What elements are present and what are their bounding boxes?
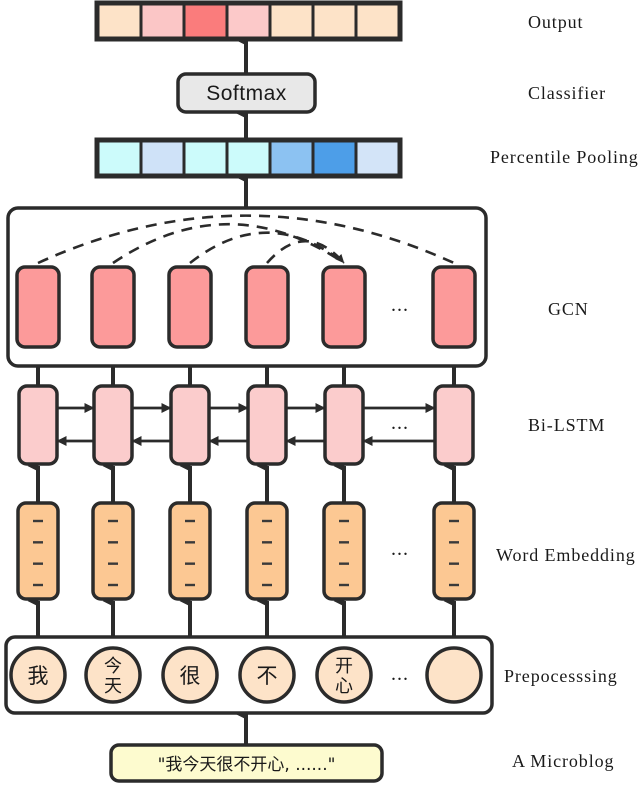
- gcn-node: [15, 265, 61, 349]
- pooling-cell: [268, 139, 315, 177]
- gcn-edge: [189, 231, 345, 265]
- classifier-softmax-box[interactable]: Softmax: [176, 72, 317, 114]
- microblog-input-box[interactable]: "我今天很不开心, ......": [109, 743, 384, 783]
- token-circle: [84, 646, 142, 704]
- gcn-layer: ...: [6, 206, 488, 368]
- output-cell: [311, 2, 358, 40]
- word-embedding-node: [168, 501, 212, 601]
- bilstm-node: [246, 384, 288, 466]
- bilstm-node: [433, 384, 475, 466]
- gcn-node: [244, 265, 290, 349]
- pooling-cell: [96, 139, 143, 177]
- bilstm-ellipsis: ...: [391, 412, 409, 434]
- gcn-node: [321, 265, 367, 349]
- token-circle: [161, 646, 219, 704]
- gcn-edge: [37, 214, 455, 265]
- pooling-cell: [354, 139, 401, 177]
- word-embedding-node: [322, 501, 366, 601]
- word-embedding-node: [245, 501, 289, 601]
- side-label-output: Output: [528, 12, 584, 32]
- token-label: 心: [335, 676, 353, 697]
- bilstm-node: [323, 384, 365, 466]
- output-cell: [182, 2, 229, 40]
- side-label-preprocess: Prepocesssing: [504, 666, 618, 686]
- pooling-cell: [225, 139, 272, 177]
- word-embedding-node: [432, 501, 476, 601]
- side-label-gcn: GCN: [548, 299, 589, 319]
- gcn-node: [167, 265, 213, 349]
- gcn-node: [431, 265, 477, 349]
- bilstm-node: [169, 384, 211, 466]
- token-label: 很: [180, 664, 201, 688]
- output-cell: [268, 2, 315, 40]
- word-embedding-node: [91, 501, 135, 601]
- pooling-cell: [311, 139, 358, 177]
- output-cell: [139, 2, 186, 40]
- gcn-ellipsis: ...: [391, 294, 409, 316]
- bilstm-node: [92, 384, 134, 466]
- token-circle: [425, 646, 483, 704]
- side-label-embedding: Word Embedding: [496, 545, 636, 565]
- microblog-text: "我今天很不开心, ......": [158, 755, 336, 775]
- gcn-edge: [266, 240, 345, 264]
- pooling-cell: [139, 139, 186, 177]
- output-cell: [96, 2, 143, 40]
- output-row: [94, 0, 403, 42]
- gcn-edge: [112, 223, 345, 265]
- percentile-pooling-row: [94, 137, 403, 179]
- preprocessing-layer: 我 今天 很 不 开心...: [4, 635, 494, 715]
- token-label: 我: [28, 664, 49, 688]
- token-label: 今: [104, 656, 122, 677]
- pooling-cell: [182, 139, 229, 177]
- token-circle: [238, 646, 296, 704]
- bilstm-layer: ...: [17, 384, 475, 466]
- token-label: 不: [257, 664, 278, 688]
- side-label-pooling: Percentile Pooling: [490, 147, 639, 167]
- softmax-label: Softmax: [206, 82, 287, 105]
- gcn-node: [90, 265, 136, 349]
- side-label-microblog: A Microblog: [512, 751, 615, 771]
- side-label-bilstm: Bi-LSTM: [528, 415, 606, 435]
- output-cell: [354, 2, 401, 40]
- embedding-ellipsis: ...: [391, 538, 409, 560]
- token-circle: [9, 646, 67, 704]
- preprocessing-ellipsis: ...: [391, 663, 409, 685]
- token-label: 天: [104, 676, 122, 697]
- token-label: 开: [335, 656, 353, 677]
- word-embedding-node: [16, 501, 60, 601]
- bilstm-node: [17, 384, 59, 466]
- token-circle: [315, 646, 373, 704]
- side-label-classifier: Classifier: [528, 83, 606, 103]
- output-cell: [225, 2, 272, 40]
- word-embedding-layer: ...: [16, 501, 476, 601]
